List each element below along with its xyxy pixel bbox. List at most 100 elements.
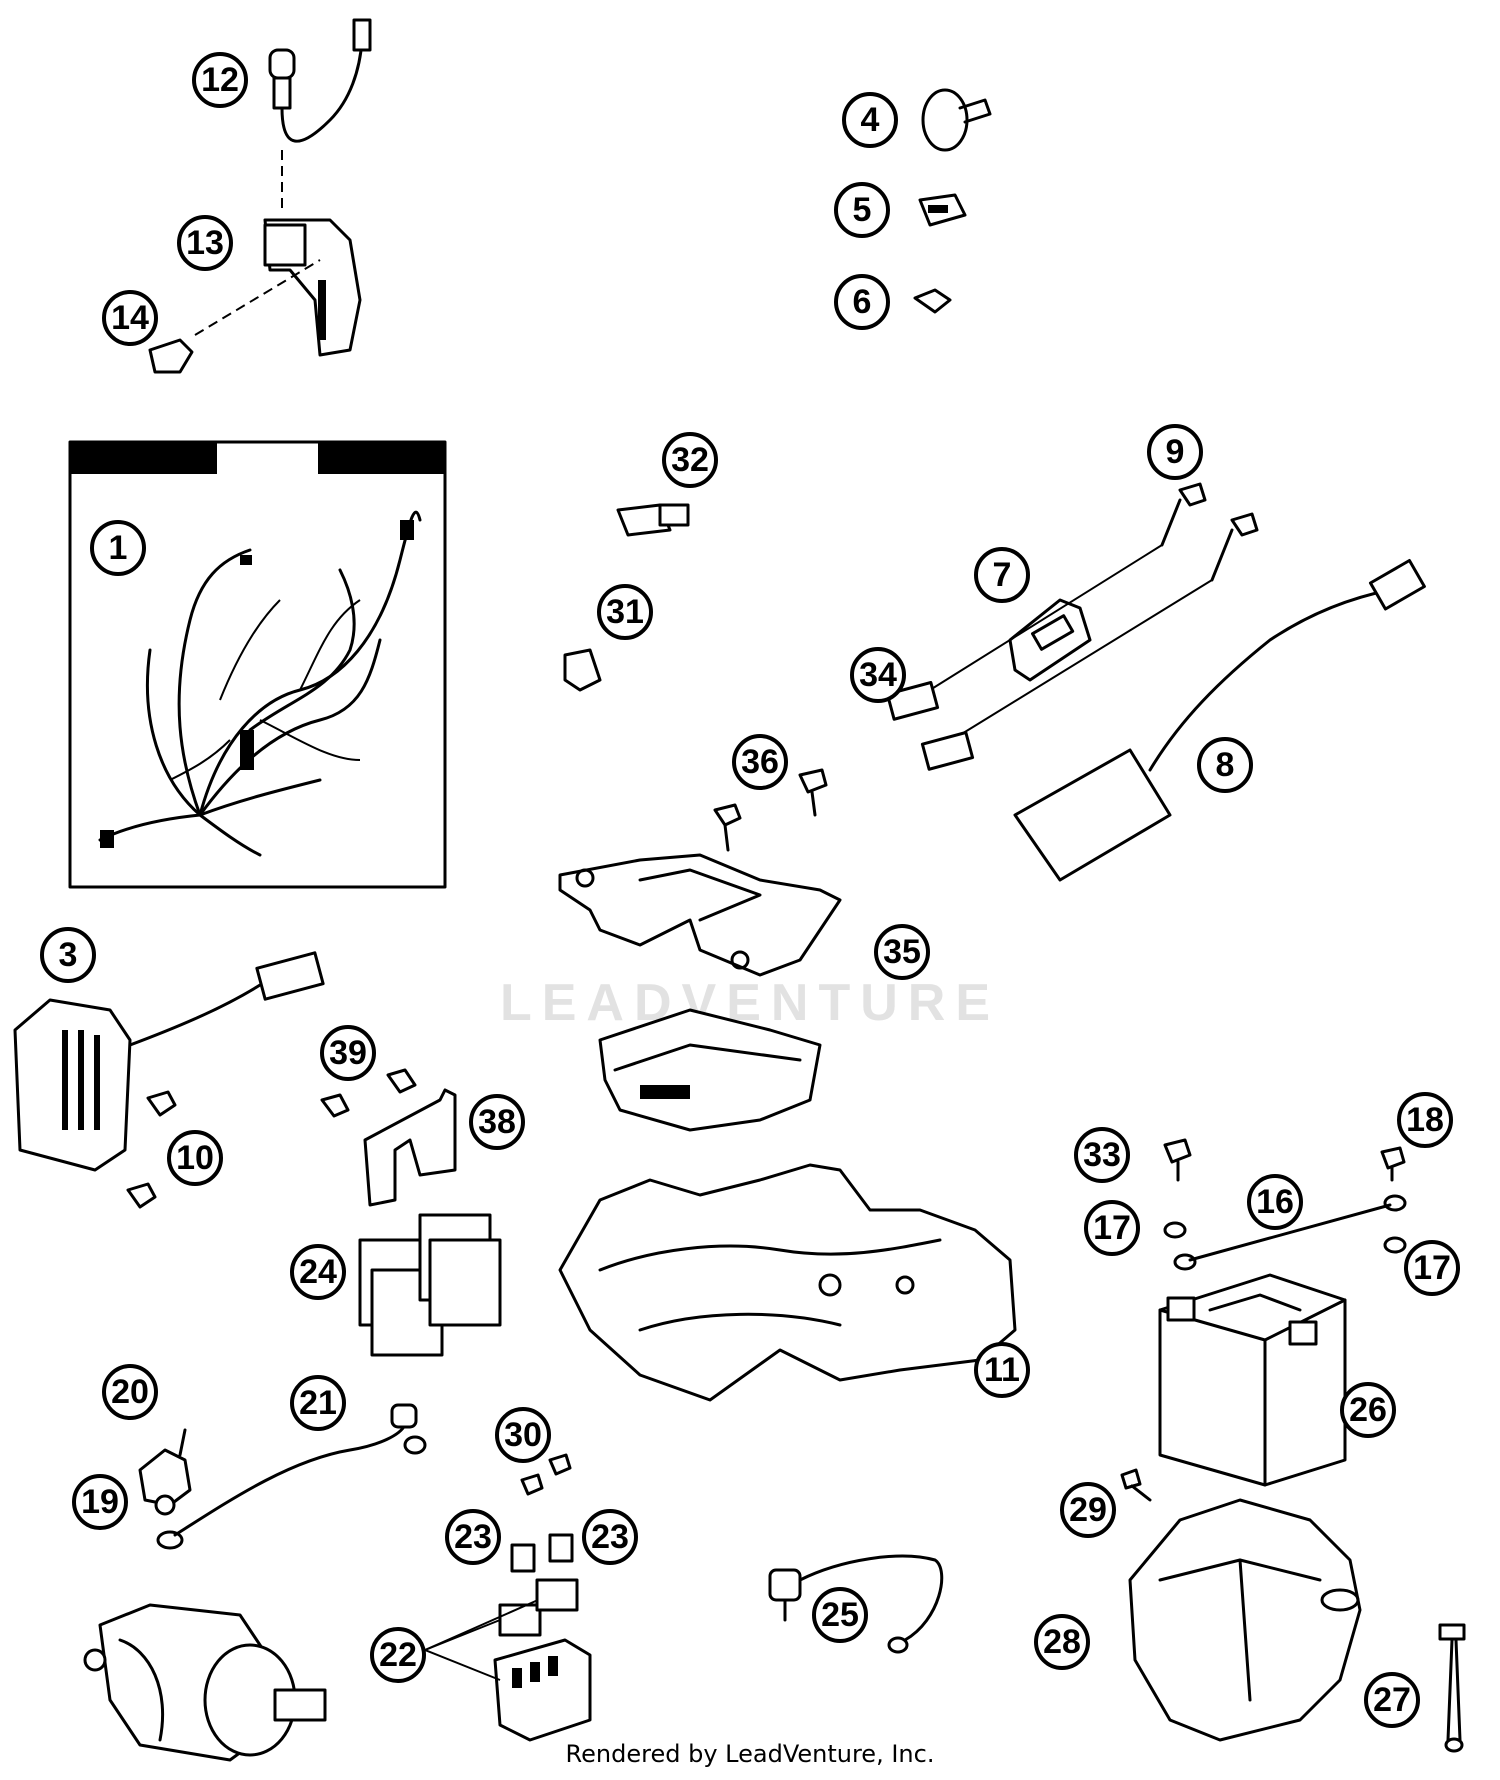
callout-17a: 17 xyxy=(1084,1200,1140,1256)
part-29-screw xyxy=(1120,1468,1152,1502)
part-31-connector-cap xyxy=(563,648,602,692)
svg-text:1: 1 xyxy=(109,529,128,567)
svg-text:28: 28 xyxy=(1043,1623,1081,1661)
part-12-cable-plug xyxy=(268,18,372,143)
svg-text:11: 11 xyxy=(984,1351,1020,1389)
part-1-wiring-harness xyxy=(68,440,447,889)
callout-6: 6 xyxy=(834,274,890,330)
callout-12: 12 xyxy=(192,52,248,108)
part-22-starter-relay xyxy=(424,1578,592,1742)
line-34-9b xyxy=(959,579,1213,736)
callout-13: 13 xyxy=(177,215,233,271)
part-35-ecu-cover xyxy=(558,853,842,977)
callout-24: 24 xyxy=(290,1244,346,1300)
svg-text:35: 35 xyxy=(883,933,921,971)
callout-27: 27 xyxy=(1364,1672,1420,1728)
callout-32: 32 xyxy=(662,432,718,488)
svg-text:25: 25 xyxy=(821,1596,859,1634)
callout-11: 11 xyxy=(974,1342,1030,1398)
callout-28: 28 xyxy=(1034,1614,1090,1670)
callout-22: 22 xyxy=(370,1627,426,1683)
part-14-screw xyxy=(148,338,194,374)
svg-text:30: 30 xyxy=(504,1416,542,1454)
part-9-bolts xyxy=(1160,482,1259,582)
part-13-holder xyxy=(263,218,362,357)
callout-21: 21 xyxy=(290,1375,346,1431)
part-23-fuses xyxy=(510,1533,574,1573)
part-28-battery-holder xyxy=(1128,1498,1362,1742)
part-8-sensor xyxy=(1013,559,1426,882)
footer-credit: Rendered by LeadVenture, Inc. xyxy=(566,1740,935,1768)
svg-text:31: 31 xyxy=(606,593,644,631)
svg-text:24: 24 xyxy=(299,1253,337,1291)
callout-23a: 23 xyxy=(445,1509,501,1565)
svg-text:5: 5 xyxy=(853,191,872,229)
callout-33: 33 xyxy=(1074,1127,1130,1183)
callout-20: 20 xyxy=(102,1364,158,1420)
svg-text:38: 38 xyxy=(478,1103,516,1141)
callout-30: 30 xyxy=(495,1407,551,1463)
callout-9: 9 xyxy=(1147,424,1203,480)
line-34-9 xyxy=(929,544,1163,691)
callout-26: 26 xyxy=(1340,1382,1396,1438)
svg-text:29: 29 xyxy=(1069,1491,1107,1529)
callout-5: 5 xyxy=(834,182,890,238)
part-5-clip xyxy=(918,193,967,227)
callout-1: 1 xyxy=(90,520,146,576)
svg-text:6: 6 xyxy=(853,283,872,321)
svg-text:27: 27 xyxy=(1373,1681,1411,1719)
svg-text:22: 22 xyxy=(379,1636,417,1674)
svg-text:10: 10 xyxy=(176,1139,214,1177)
svg-text:26: 26 xyxy=(1349,1391,1387,1429)
svg-text:16: 16 xyxy=(1256,1183,1294,1221)
callout-34: 34 xyxy=(850,647,906,703)
svg-text:23: 23 xyxy=(591,1518,629,1556)
part-30-screws xyxy=(520,1453,572,1496)
callout-10: 10 xyxy=(167,1130,223,1186)
part-34-sleeves xyxy=(885,680,975,771)
part-36-screws xyxy=(713,768,828,852)
svg-text:36: 36 xyxy=(741,743,779,781)
callout-31: 31 xyxy=(597,584,653,640)
svg-text:18: 18 xyxy=(1406,1101,1444,1139)
part-19-nut xyxy=(154,1494,176,1516)
callout-3: 3 xyxy=(40,927,96,983)
svg-text:32: 32 xyxy=(671,441,709,479)
svg-text:7: 7 xyxy=(993,556,1012,594)
svg-text:20: 20 xyxy=(111,1373,149,1411)
callout-38: 38 xyxy=(469,1094,525,1150)
callout-7: 7 xyxy=(974,547,1030,603)
part-11-tray xyxy=(558,1163,1017,1402)
part-starter-motor xyxy=(83,1603,327,1762)
callout-18: 18 xyxy=(1397,1092,1453,1148)
callout-17b: 17 xyxy=(1404,1240,1460,1296)
callout-23b: 23 xyxy=(582,1509,638,1565)
part-32-connector xyxy=(616,503,690,537)
svg-text:21: 21 xyxy=(299,1384,337,1422)
callout-39: 39 xyxy=(320,1025,376,1081)
svg-text:3: 3 xyxy=(59,936,78,974)
svg-text:12: 12 xyxy=(201,61,239,99)
svg-text:14: 14 xyxy=(111,299,149,337)
part-16-cable xyxy=(1173,1194,1407,1271)
part-6-clip xyxy=(913,288,952,314)
svg-text:19: 19 xyxy=(81,1483,119,1521)
part-24-relays xyxy=(358,1213,502,1357)
svg-text:33: 33 xyxy=(1083,1136,1121,1174)
callout-35: 35 xyxy=(874,924,930,980)
callout-36: 36 xyxy=(732,734,788,790)
callout-29: 29 xyxy=(1060,1482,1116,1538)
part-26-battery xyxy=(1158,1273,1347,1487)
part-4-cable-tie xyxy=(921,88,992,152)
callout-4: 4 xyxy=(842,92,898,148)
callout-25: 25 xyxy=(812,1587,868,1643)
part-38-plate xyxy=(363,1088,457,1207)
part-17-washers xyxy=(1163,1221,1407,1254)
svg-text:9: 9 xyxy=(1166,433,1185,471)
part-ecu xyxy=(598,1008,822,1132)
svg-text:4: 4 xyxy=(861,101,880,139)
part-33-bolt xyxy=(1163,1138,1192,1182)
svg-text:8: 8 xyxy=(1216,746,1235,784)
callout-14: 14 xyxy=(102,290,158,346)
